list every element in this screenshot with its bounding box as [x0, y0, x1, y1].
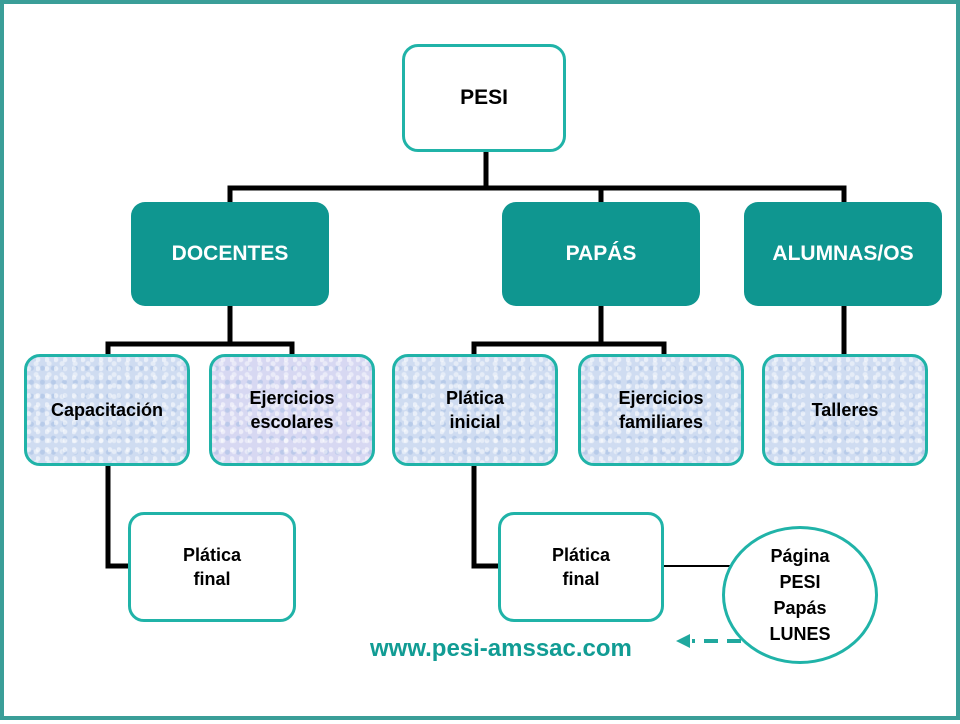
- node-platica-inicial[interactable]: Plática inicial: [392, 354, 558, 466]
- node-ejercicios-familiares[interactable]: Ejercicios familiares: [578, 354, 744, 466]
- node-papas-platica-final[interactable]: Plática final: [498, 512, 664, 622]
- papas-platica-final-line2: final: [562, 569, 600, 589]
- root-node[interactable]: PESI: [402, 44, 566, 152]
- note-oval: Página PESI Papás LUNES: [722, 526, 878, 664]
- docentes-platica-final-line1: Plática: [182, 544, 242, 565]
- note-line-4: LUNES: [769, 624, 831, 645]
- platica-inicial-line2: inicial: [449, 412, 501, 432]
- note-line-1: Página: [770, 545, 830, 566]
- node-alumnos[interactable]: ALUMNAS/OS: [744, 202, 942, 306]
- ejercicios-familiares-line1: Ejercicios: [618, 387, 704, 408]
- node-papas[interactable]: PAPÁS: [502, 202, 700, 306]
- website-url[interactable]: www.pesi-amssac.com: [370, 635, 632, 662]
- docentes-platica-final-line2: final: [193, 569, 231, 589]
- note-line-3: Papás: [773, 598, 827, 618]
- node-ejercicios-escolares[interactable]: Ejercicios escolares: [209, 354, 375, 466]
- node-capacitacion[interactable]: Capacitación: [24, 354, 190, 466]
- ejercicios-escolares-line1: Ejercicios: [249, 387, 335, 408]
- docentes-label: DOCENTES: [171, 241, 289, 265]
- root-label: PESI: [460, 85, 508, 109]
- ejercicios-escolares-line2: escolares: [250, 412, 334, 432]
- alumnos-label: ALUMNAS/OS: [772, 241, 914, 265]
- node-talleres[interactable]: Talleres: [762, 354, 928, 466]
- talleres-label: Talleres: [811, 399, 879, 420]
- ejercicios-familiares-line2: familiares: [618, 412, 704, 432]
- node-docentes-platica-final[interactable]: Plática final: [128, 512, 296, 622]
- node-docentes[interactable]: DOCENTES: [131, 202, 329, 306]
- papas-label: PAPÁS: [565, 241, 637, 265]
- note-line-2: PESI: [779, 571, 821, 592]
- platica-inicial-line1: Plática: [445, 387, 505, 408]
- papas-platica-final-line1: Plática: [551, 544, 611, 565]
- capacitacion-label: Capacitación: [50, 399, 164, 420]
- arrow-head-icon: [676, 634, 690, 648]
